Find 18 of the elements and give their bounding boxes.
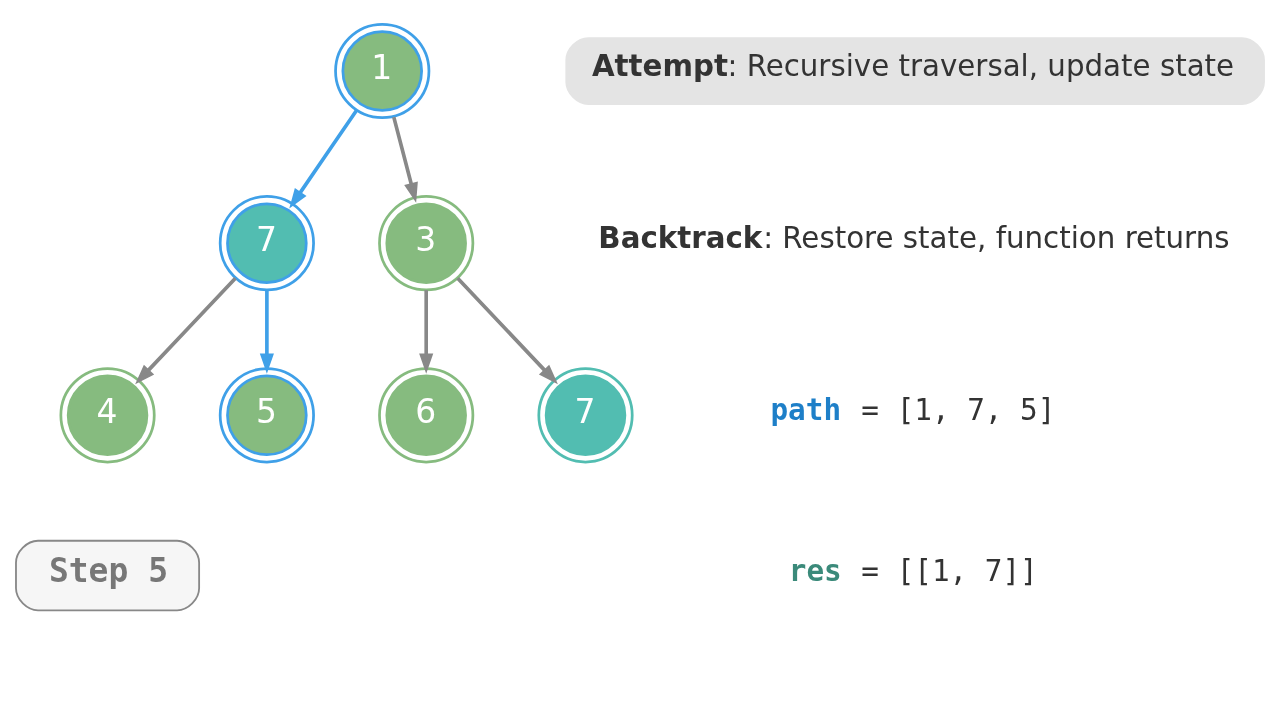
node-circle: 6 [378,367,475,464]
node-box: Step 5 [15,539,201,612]
node-circle: 5 [218,367,315,464]
arrow [392,116,418,203]
label: Backtrack: Restore state, function returns [598,221,1230,256]
arrow [259,290,274,374]
arrow [289,109,359,209]
label: res = [[1, 7]] [788,553,1038,588]
label: path = [1, 7, 5] [770,393,1056,428]
node-circle: 7 [537,367,634,464]
arrow [135,277,237,385]
node-box: Attempt: Recursive traversal, update state [565,37,1265,105]
node-circle: 7 [218,195,315,292]
arrow [456,277,558,385]
node-circle: 4 [59,367,156,464]
node-circle: 1 [334,22,431,120]
arrow [419,290,434,374]
node-circle: 3 [378,195,475,292]
